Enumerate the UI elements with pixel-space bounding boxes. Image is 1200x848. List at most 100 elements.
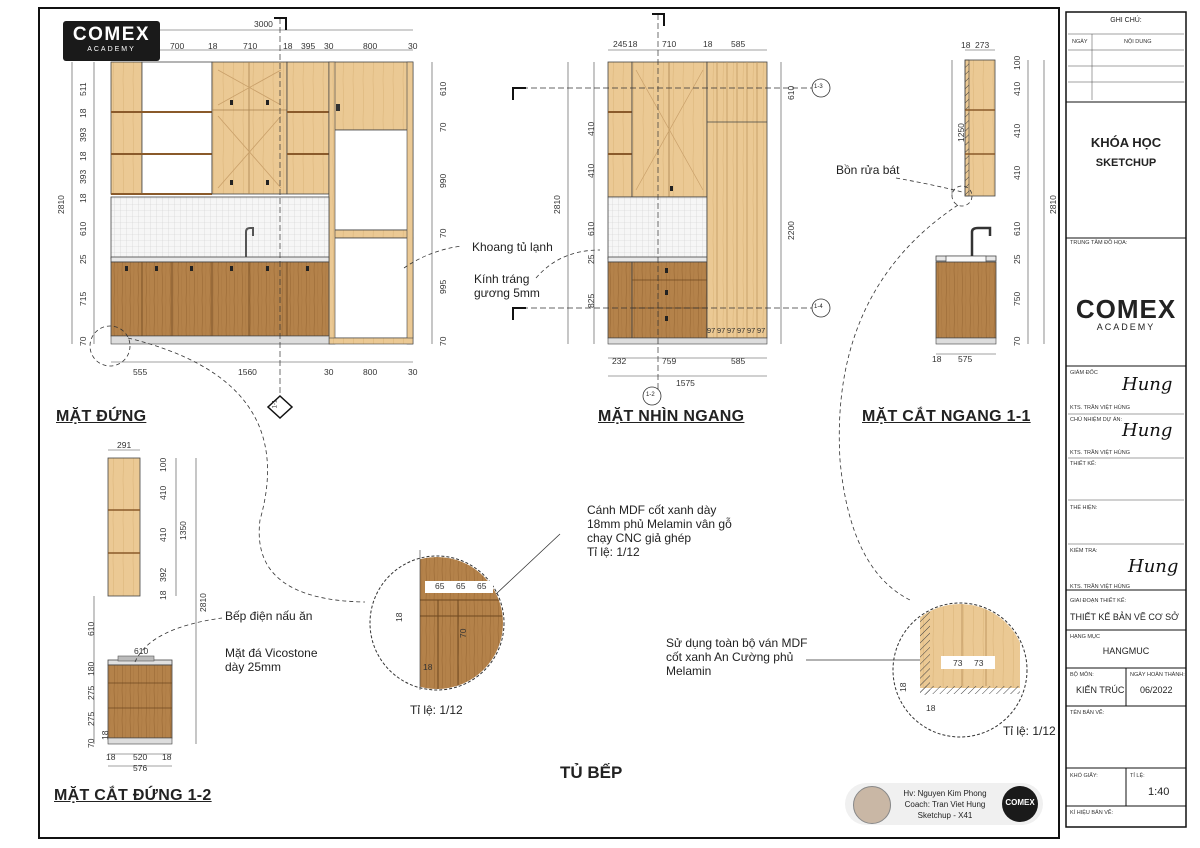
s12-mid-dim: 70 [86,738,96,748]
drawer-dim: 97 [727,326,736,335]
plan-bottom-dim: 585 [731,356,746,366]
front-bottom-dim: 30 [408,367,418,377]
cut-mark: 1-2 [646,392,655,398]
check-label: KIỂM TRA: [1070,548,1098,554]
course-line2: SKETCHUP [1095,157,1157,169]
course-line1: KHÓA HỌC [1090,135,1162,150]
student-class: Sketchup - X41 [917,811,973,820]
detail-dim-strip [941,656,995,669]
s11-top-dim: 273 [975,40,990,50]
detail-right-scale: Tỉ lệ: 1/12 [1003,724,1056,738]
front-overall-width: 3000 [254,19,273,29]
studio-logo-sub: ACADEMY [1096,322,1156,332]
student-avatar [853,786,891,824]
student-info: Hv: Nguyen Kim Phong Coach: Tran Viet Hu… [893,788,997,821]
detail-left-dim: 18 [423,662,433,672]
plan-dim: 585 [731,39,746,49]
s11-left-dim: 70 [1012,336,1022,346]
front-dim: 700 [170,41,185,51]
drawer-dim: 97 [707,326,716,335]
design-label: THIẾT KẾ: [1070,461,1097,467]
front-dim: 18 [283,41,293,51]
s11-right-dim: 410 [1012,81,1022,96]
section12-title: MẶT CẮT ĐỨNG 1-2 [54,787,212,804]
front-bottom-dim: 30 [324,367,334,377]
plan-left-dim: 410 [586,163,596,178]
s12-counter-width: 610 [134,646,149,656]
s12-mid-dim: 180 [86,661,96,676]
logo-brand: COMEX [72,24,151,45]
s11-left-dim: 1250 [956,123,966,142]
student-name: Hv: Nguyen Kim Phong [903,789,987,798]
card-logo: COMEX [1002,786,1038,822]
plan-dim: 18 [703,39,713,49]
front-bottom-dim: 800 [363,367,378,377]
plan-left-dim: 410 [586,121,596,136]
plan-left-dim: 25 [586,254,596,264]
front-right-dim: 610 [438,81,448,96]
front-left-dim: 511 [78,82,88,96]
front-dim: 30 [324,41,334,51]
studio-label: TRUNG TÂM ĐỒ HỌA: [1070,240,1128,246]
check-signature: Hung [1128,556,1179,577]
detail-left-note: Cánh MDF cốt xanh dày 18mm phủ Melamin v… [587,503,732,559]
plan-elevation [512,13,831,406]
s11-left-dim: 610 [1012,221,1022,236]
detail-left-dim: 65 [435,581,445,591]
front-left-dim: 715 [78,291,88,306]
s11-top-dim: 18 [961,40,971,50]
phase-label: GIAI ĐOẠN THIẾT KẾ: [1070,598,1127,604]
front-bottom-dim: 1560 [238,367,257,377]
detail-right-dim: 18 [898,682,908,692]
sheet-title: TỦ BẾP [560,763,623,782]
s12-top-dim: 291 [117,440,132,450]
s12-bottom-dim: 18 [162,752,172,762]
detail-right-note: Sử dụng toàn bộ ván MDF cốt xanh An Cườn… [666,636,808,678]
detail-left-dim: 65 [456,581,466,591]
plan-title: MẶT NHÌN NGANG [598,408,745,425]
s11-right-dim: 410 [1012,165,1022,180]
drawer-dim: 97 [717,326,726,335]
plan-overall-width: 1575 [676,378,695,388]
plan-dim: 18 [628,39,638,49]
s11-bottom-dim: 575 [958,354,973,364]
s12-overall-height: 2810 [198,593,208,612]
pm-name: KTS. TRẦN VIỆT HÙNG [1070,450,1131,456]
section-mark-label: 1-1 [272,399,279,409]
section-1-2 [93,449,197,767]
detail-dim-strip [425,581,493,593]
detail-left-dim: 70 [458,628,468,638]
scale-value: 1:40 [1148,786,1170,798]
detail-left-dim: 65 [477,581,487,591]
s11-right-dim: 410 [1012,123,1022,138]
notes-col-content: NỘI DUNG [1124,39,1152,45]
date-value: 06/2022 [1140,685,1173,695]
front-left-dim: 18 [78,151,88,161]
front-right-dim: 990 [438,173,448,188]
check-name: KTS. TRẦN VIỆT HÙNG [1070,584,1131,590]
s12-mid-dim: 275 [86,685,96,700]
s11-left-dim: 750 [1012,291,1022,306]
front-left-dim: 393 [78,127,88,142]
front-right-dim: 70 [438,228,448,238]
s12-upper-dim: 392 [158,567,168,582]
detail-right-dim: 18 [926,703,936,713]
front-left-dim: 393 [78,169,88,184]
front-dim: 30 [408,41,418,51]
s12-upper-dim: 410 [158,527,168,542]
front-left-dim: 25 [78,254,88,264]
detail-left-scale: Tỉ lệ: 1/12 [410,703,463,717]
front-right-dim: 70 [438,122,448,132]
comex-logo: COMEX ACADEMY [63,21,160,61]
plan-bottom-dim: 759 [662,356,677,366]
s12-upper-dim: 410 [158,485,168,500]
section-mark-diamond [266,394,294,420]
s12-upper-total: 1350 [178,521,188,540]
cut-mark: 1-3 [814,84,823,90]
paper-label: KHỔ GIẤY: [1070,773,1098,779]
detail-left [369,550,505,691]
s12-bottom-dim: 18 [106,752,116,762]
director-name: KTS. TRẦN VIỆT HÙNG [1070,405,1131,411]
titleblock-border [1065,11,1187,828]
s11-overall-height: 2810 [1048,195,1058,214]
